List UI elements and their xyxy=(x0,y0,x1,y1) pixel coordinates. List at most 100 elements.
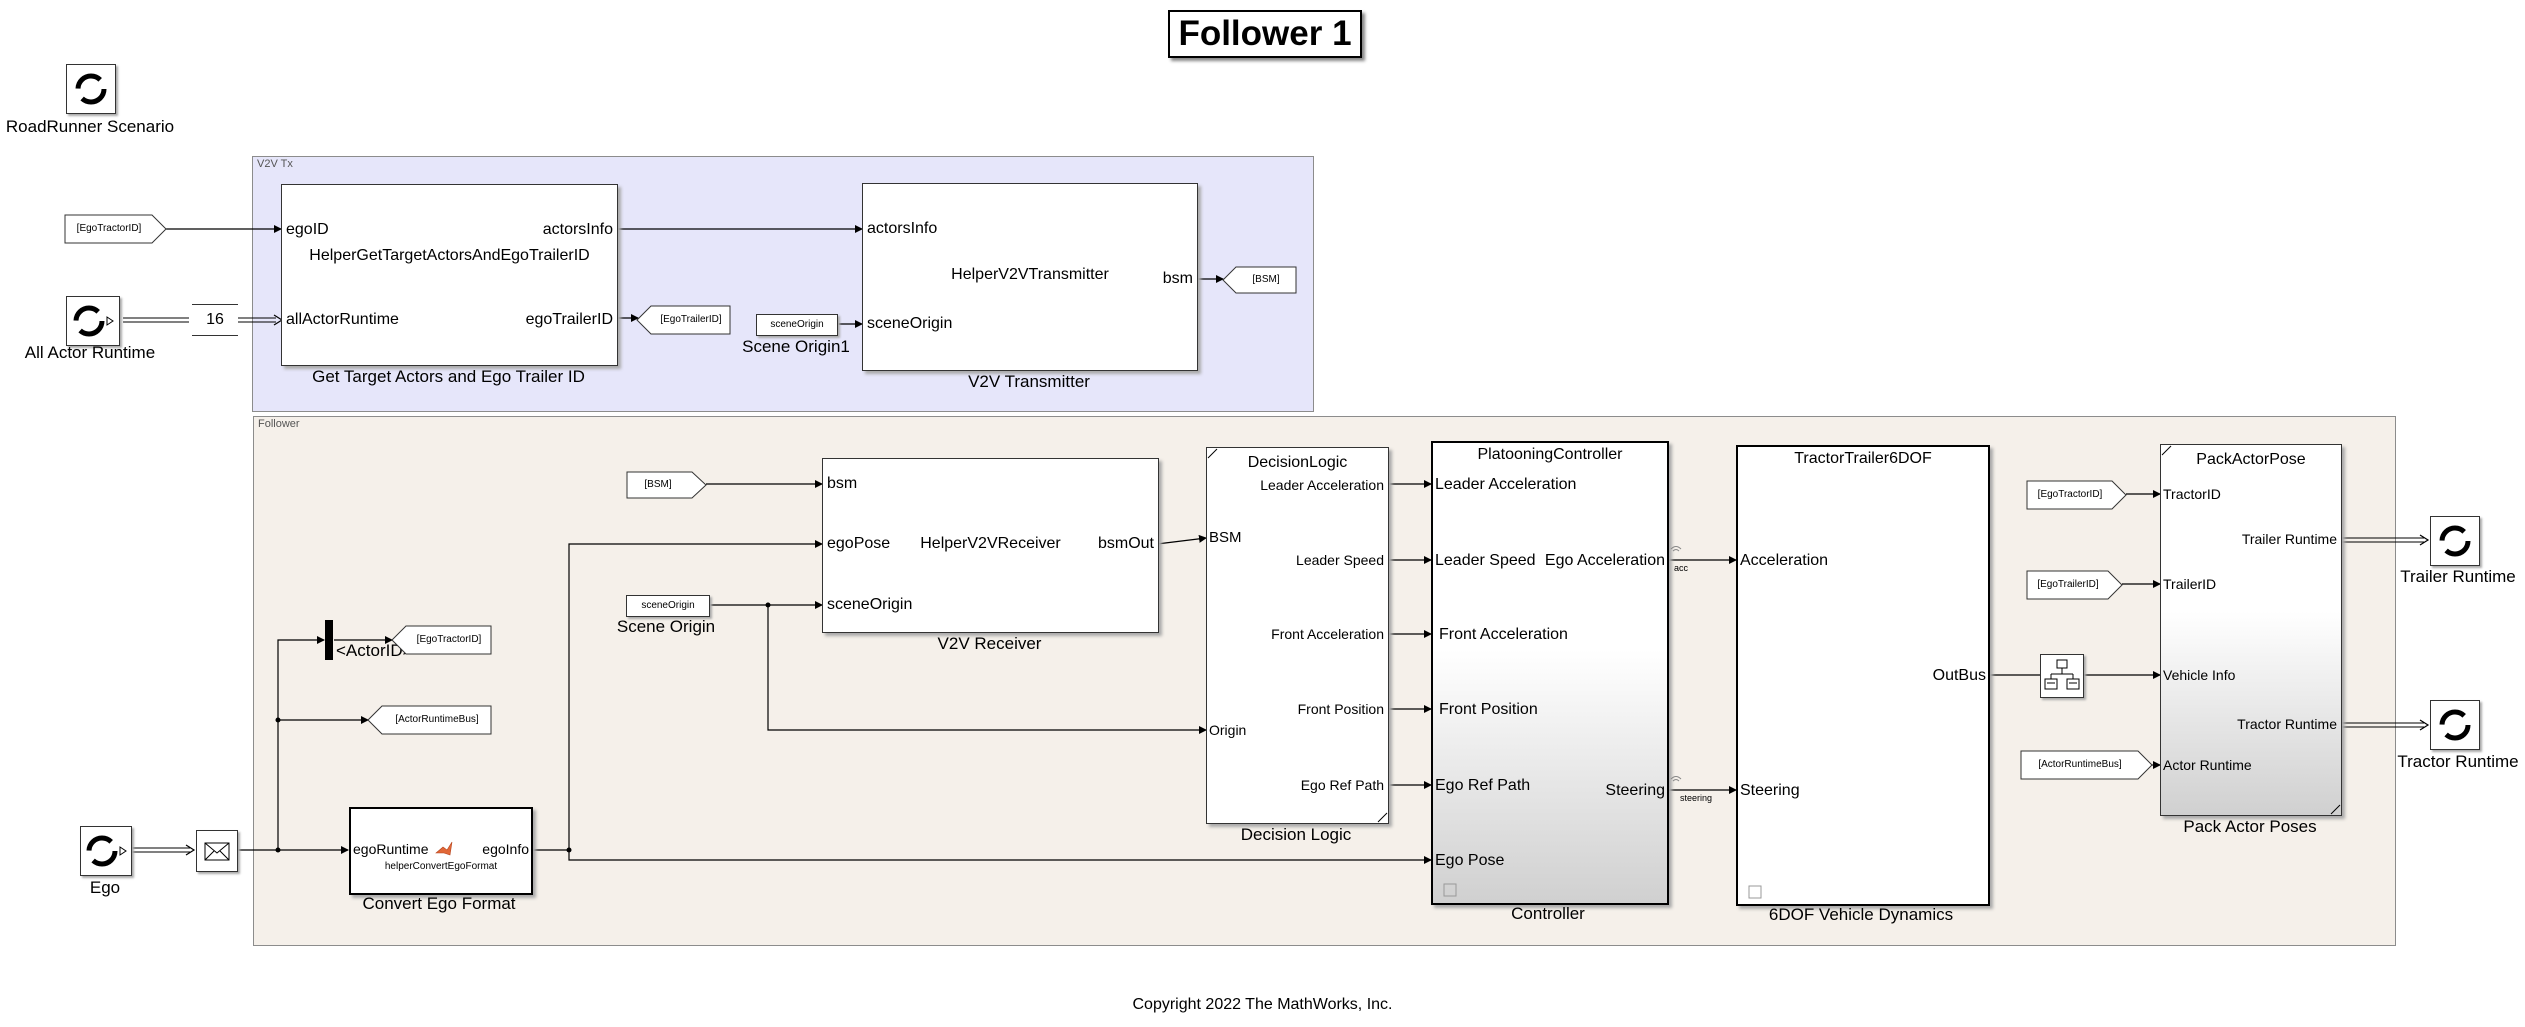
goto-actor-runtime-bus-shape[interactable] xyxy=(367,705,493,735)
bus-hierarchy-icon xyxy=(2044,659,2080,690)
scene-origin1-block[interactable]: sceneOrigin xyxy=(756,314,838,336)
wire-bsm-to-decision xyxy=(1156,534,1207,545)
port-ctl-ego-pose: Ego Pose xyxy=(1435,852,1505,869)
decision-logic-block[interactable]: DecisionLogic Leader Acceleration BSM Le… xyxy=(1206,447,1389,824)
port-tx-bsm: bsm xyxy=(1162,270,1193,287)
port-dl-origin: Origin xyxy=(1209,722,1247,738)
ego-label: Ego xyxy=(89,878,121,897)
subsystem-corner-icon xyxy=(2161,445,2341,815)
convert-ego-format-block[interactable]: egoRuntime egoInfo helperConvertEgoForma… xyxy=(349,807,533,895)
goto-ego-tractor-id-shape[interactable] xyxy=(391,625,493,655)
constant-16-block[interactable]: 16 xyxy=(192,304,238,336)
port-pap-trailer-runtime: Trailer Runtime xyxy=(2241,531,2337,547)
v2v-receiver-function: HelperV2VReceiver xyxy=(920,535,1061,552)
scene-origin1-value: sceneOrigin xyxy=(770,319,824,330)
follower-area-label: Follower xyxy=(258,418,300,430)
port-dl-leader-acc: Leader Acceleration xyxy=(1260,477,1384,493)
all-actor-runtime-block[interactable] xyxy=(66,296,120,346)
port-tx-scene-origin: sceneOrigin xyxy=(867,315,953,332)
roadrunner-scenario-block[interactable] xyxy=(66,64,116,114)
goto-bsm-label: [BSM] xyxy=(1252,274,1280,285)
get-target-actors-label: Get Target Actors and Ego Trailer ID xyxy=(312,367,585,386)
from-ego-tractor-id-shape[interactable] xyxy=(64,214,168,244)
port-dl-front-acc: Front Acceleration xyxy=(1271,626,1384,642)
port-vd-acceleration: Acceleration xyxy=(1740,552,1829,569)
port-dl-ego-ref-path: Ego Ref Path xyxy=(1300,777,1384,793)
port-ctl-front-acc: Front Acceleration xyxy=(1439,626,1568,643)
v2v-receiver-block[interactable]: bsm egoPose sceneOrigin bsmOut HelperV2V… xyxy=(822,458,1159,633)
roadrunner-icon xyxy=(86,835,127,867)
vehicle-dynamics-label: 6DOF Vehicle Dynamics xyxy=(1768,905,1954,924)
port-ctl-steering: Steering xyxy=(1605,782,1665,799)
from-tractor-id-label: [EgoTractorID] xyxy=(2037,489,2103,500)
model-reference-icon xyxy=(1443,883,1457,897)
port-dl-front-pos: Front Position xyxy=(1297,701,1384,717)
port-cef-ego-info: egoInfo xyxy=(482,841,529,857)
platooning-controller-block[interactable]: PlatooningController Leader Acceleration… xyxy=(1431,441,1669,905)
from-trailer-id-shape[interactable] xyxy=(2026,570,2126,600)
wire-scene-origin-to-origin xyxy=(767,605,1207,734)
matlab-icon xyxy=(435,841,453,856)
goto-ego-trailer-id-shape[interactable] xyxy=(636,305,732,335)
bus-selector-block[interactable] xyxy=(2040,654,2084,698)
goto-actor-runtime-bus-label: [ActorRuntimeBus] xyxy=(395,714,479,725)
port-rx-bsm-out: bsmOut xyxy=(1097,535,1154,552)
v2v-transmitter-function: HelperV2VTransmitter xyxy=(951,266,1109,283)
pack-actor-pose-header: PackActorPose xyxy=(2196,451,2306,468)
copyright: Copyright 2022 The MathWorks, Inc. xyxy=(1132,996,1393,1013)
port-vd-steering: Steering xyxy=(1740,782,1800,799)
decision-logic-label: Decision Logic xyxy=(1240,825,1352,844)
trailer-runtime-block[interactable] xyxy=(2430,516,2480,566)
port-actors-info: actorsInfo xyxy=(542,221,613,238)
wifi-icon xyxy=(1670,546,1682,552)
goto-ego-trailer-id-label: [EgoTrailerID] xyxy=(660,314,722,325)
wire-ego-info xyxy=(532,849,1432,864)
goto-ego-tractor-id-label: [EgoTractorID] xyxy=(416,634,482,645)
trailer-runtime-label: Trailer Runtime xyxy=(2400,567,2516,586)
port-pap-tractor-id: TractorID xyxy=(2163,486,2221,502)
scene-origin-block[interactable]: sceneOrigin xyxy=(626,595,710,617)
port-dl-bsm: BSM xyxy=(1209,529,1242,546)
roadrunner-icon xyxy=(2439,709,2471,741)
controller-header: PlatooningController xyxy=(1477,446,1623,463)
wire-ego-pose xyxy=(568,540,823,850)
wire-ego-branch xyxy=(277,636,325,850)
from-bsm-label: [BSM] xyxy=(644,479,672,490)
pack-actor-pose-block[interactable]: PackActorPose TractorID Trailer Runtime … xyxy=(2160,444,2342,816)
port-rx-ego-pose: egoPose xyxy=(827,535,891,552)
port-rx-bsm: bsm xyxy=(827,475,858,492)
bus-selector-bar[interactable] xyxy=(325,620,333,660)
from-bsm-shape[interactable] xyxy=(626,471,708,499)
page-title[interactable]: Follower 1 xyxy=(1168,10,1362,58)
ego-block[interactable] xyxy=(80,826,132,876)
roadrunner-icon xyxy=(75,73,107,105)
v2v-transmitter-block[interactable]: actorsInfo sceneOrigin bsm HelperV2VTran… xyxy=(862,183,1198,371)
v2v-tx-area-label: V2V Tx xyxy=(257,158,293,170)
port-ego-trailer-id: egoTrailerID xyxy=(525,311,613,328)
port-dl-leader-speed: Leader Speed xyxy=(1296,552,1384,568)
from-tractor-id-shape[interactable] xyxy=(2026,480,2130,510)
model-reference-icon xyxy=(1748,885,1762,899)
port-ctl-leader-acc: Leader Acceleration xyxy=(1435,476,1577,493)
tractor-trailer-6dof-block[interactable]: TractorTrailer6DOF Acceleration OutBus S… xyxy=(1736,445,1990,906)
all-actor-runtime-label: All Actor Runtime xyxy=(24,343,156,362)
decision-logic-header: DecisionLogic xyxy=(1247,454,1348,471)
port-ego-id: egoID xyxy=(286,221,329,238)
controller-label: Controller xyxy=(1511,904,1585,923)
from-ego-tractor-id-label: [EgoTractorID] xyxy=(76,223,142,234)
goto-bsm-shape[interactable] xyxy=(1222,266,1298,294)
scene-origin1-label: Scene Origin1 xyxy=(742,337,850,356)
port-ctl-front-pos: Front Position xyxy=(1439,701,1538,718)
get-target-actors-block[interactable]: egoID allActorRuntime actorsInfo egoTrai… xyxy=(281,184,618,366)
selector-actor-id-label: <ActorID> xyxy=(336,641,413,660)
from-actor-runtime-bus-shape[interactable] xyxy=(2020,750,2156,780)
scene-origin-value: sceneOrigin xyxy=(641,600,695,611)
tractor-runtime-block[interactable] xyxy=(2430,700,2480,750)
pack-actor-poses-label: Pack Actor Poses xyxy=(2183,817,2317,836)
bus-creator-block[interactable] xyxy=(196,830,238,872)
get-target-actors-function: HelperGetTargetActorsAndEgoTrailerID xyxy=(309,247,590,264)
vehicle-dynamics-header: TractorTrailer6DOF xyxy=(1794,450,1932,467)
roadrunner-scenario-label: RoadRunner Scenario xyxy=(5,117,175,136)
